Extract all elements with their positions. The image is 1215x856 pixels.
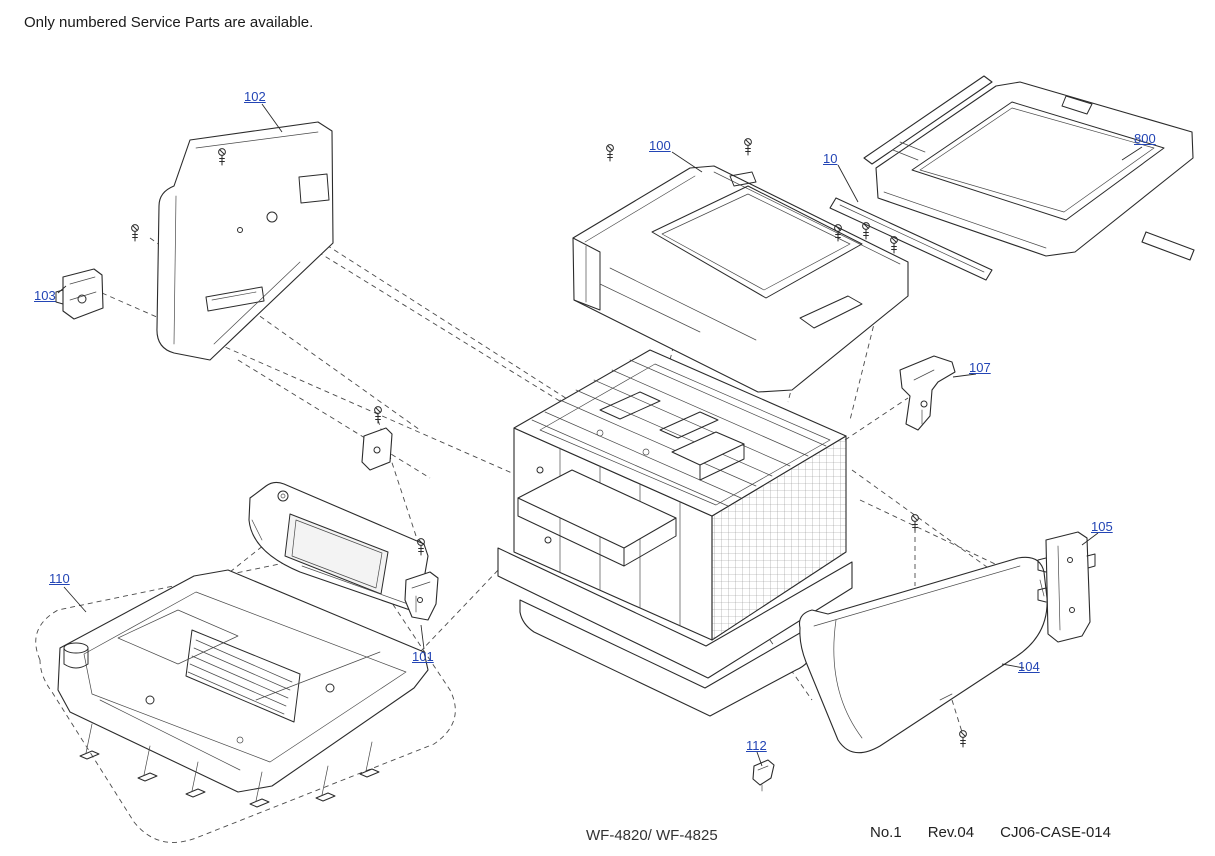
part-800-scanner-unit <box>863 75 1195 261</box>
part-label-104[interactable]: 104 <box>1018 659 1040 674</box>
part-label-10[interactable]: 10 <box>823 151 838 166</box>
part-label-112[interactable]: 112 <box>746 738 767 753</box>
main-unit-chassis <box>497 349 853 717</box>
model-name: WF-4820/ WF-4825 <box>586 827 718 844</box>
part-110-lower-base <box>57 569 429 808</box>
label-leader-lines <box>57 103 1143 767</box>
part-101-bracket <box>404 571 439 621</box>
part-112-clip <box>752 759 775 792</box>
part-105-bracket <box>1037 531 1096 643</box>
part-110-boundary <box>35 553 456 843</box>
drawing-code: CJ06-CASE-014 <box>1000 824 1111 841</box>
small-bracket <box>361 427 393 471</box>
part-label-110[interactable]: 110 <box>49 571 70 586</box>
part-100-upper-housing <box>572 165 909 393</box>
part-label-101[interactable]: 101 <box>412 649 434 664</box>
part-107-bracket <box>899 355 956 431</box>
part-label-100[interactable]: 100 <box>649 138 671 153</box>
revision: Rev.04 <box>927 824 975 841</box>
part-103-clip <box>55 268 104 320</box>
availability-note: Only numbered Service Parts are availabl… <box>24 14 314 31</box>
part-label-105[interactable]: 105 <box>1091 519 1113 534</box>
part-label-800[interactable]: 800 <box>1134 131 1156 146</box>
part-label-103[interactable]: 103 <box>34 288 56 303</box>
part-label-102[interactable]: 102 <box>244 89 266 104</box>
part-104-side-cover <box>798 556 1048 754</box>
sheet-number: No.1 <box>870 824 902 841</box>
part-102-rear-cover <box>156 121 334 361</box>
part-10-strip <box>829 197 993 281</box>
part-label-107[interactable]: 107 <box>969 360 991 375</box>
document-info: No.1 Rev.04 CJ06-CASE-014 <box>870 824 1111 841</box>
screws <box>131 138 967 748</box>
